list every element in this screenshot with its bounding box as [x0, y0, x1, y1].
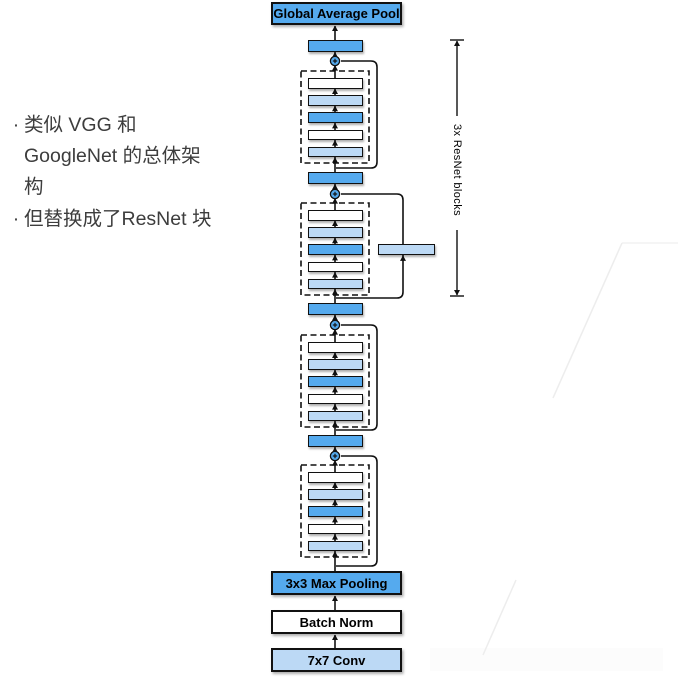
- arrowhead-up-icon: [332, 534, 338, 540]
- note-line: · 但替换成了ResNet 块: [8, 204, 212, 235]
- block-layer-bar: [308, 78, 363, 89]
- arrowhead-up-icon: [332, 105, 338, 112]
- arrowhead-up-icon: [332, 237, 338, 244]
- max-pooling-box: 3x3 Max Pooling: [271, 571, 402, 595]
- block-layer-bar: [308, 410, 363, 422]
- arrowhead-up-icon: [332, 65, 338, 71]
- arrowhead-up-icon: [454, 40, 460, 46]
- arrowhead-up-icon: [332, 421, 338, 427]
- skip-connection-line: [336, 324, 378, 431]
- arrowhead-up-icon: [332, 369, 338, 376]
- arrowhead-down-icon: [454, 290, 460, 296]
- arrowhead-up-icon: [332, 140, 338, 146]
- stage-transition-bar: [308, 172, 363, 184]
- global-average-pool-box: Global Average Pool: [271, 2, 402, 25]
- arrowhead-up-icon: [332, 460, 338, 466]
- arrowhead-up-icon: [332, 352, 338, 358]
- note-line: · 类似 VGG 和: [8, 110, 211, 141]
- arrowhead-up-icon: [332, 220, 338, 226]
- background-watermark: [552, 242, 623, 399]
- stage-transition-bar: [308, 40, 363, 52]
- block-layer-bar: [308, 95, 363, 106]
- block-layer-bar: [308, 210, 363, 221]
- block-layer-bar: [308, 278, 363, 290]
- arrowhead-up-icon: [332, 157, 338, 163]
- arrowhead-up-icon: [332, 88, 338, 94]
- arrowhead-up-icon: [332, 516, 338, 523]
- block-layer-bar: [308, 540, 363, 552]
- batch-norm-box: Batch Norm: [271, 610, 402, 634]
- block-layer-bar: [308, 342, 363, 353]
- note-text: 构: [24, 176, 44, 198]
- resnet-block-outline: [300, 334, 370, 428]
- resnet-blocks-count-label: 3x ResNet blocks: [451, 124, 463, 216]
- block-layer-bar: [308, 472, 363, 483]
- background-watermark: [482, 579, 517, 656]
- arrowhead-up-icon: [332, 254, 338, 261]
- block-layer-bar: [308, 112, 363, 123]
- block-layer-bar: [308, 129, 363, 141]
- arrowhead-up-icon: [332, 499, 338, 506]
- skip-connection-line: [336, 60, 378, 169]
- note-text: 但替换成了ResNet 块: [24, 208, 212, 230]
- arrowhead-up-icon: [332, 198, 338, 204]
- background-watermark: [430, 648, 663, 671]
- block-layer-bar: [308, 393, 363, 405]
- arrowhead-up-icon: [332, 386, 338, 393]
- skip-connection-line: [336, 455, 378, 567]
- stage-transition-bar: [308, 435, 363, 447]
- arrowhead-up-icon: [332, 329, 338, 335]
- arrowhead-up-icon: [332, 272, 338, 278]
- arrowhead-up-icon: [332, 289, 338, 295]
- conv-7x7-box: 7x7 Conv: [271, 648, 402, 672]
- block-layer-bar: [308, 227, 363, 238]
- block-layer-bar: [308, 523, 363, 535]
- bullet-icon: ·: [12, 114, 20, 136]
- arrowhead-up-icon: [332, 315, 338, 321]
- arrowhead-up-icon: [332, 551, 338, 557]
- arrowhead-up-icon: [332, 184, 338, 190]
- resnet-block-outline: [300, 70, 370, 164]
- block-layer-bar: [308, 244, 363, 255]
- notes-list: · 类似 VGG 和 GoogleNet 的总体架 构 · 但替换成了ResNe…: [8, 110, 212, 235]
- arrowhead-up-icon: [332, 595, 338, 601]
- arrowhead-up-icon: [332, 482, 338, 488]
- bullet-icon: ·: [12, 208, 20, 230]
- stage-transition-bar: [308, 303, 363, 315]
- note-text: GoogleNet 的总体架: [24, 145, 201, 167]
- block-layer-bar: [308, 506, 363, 517]
- block-layer-bar: [308, 359, 363, 370]
- arrowhead-up-icon: [400, 255, 406, 261]
- block-layer-bar: [308, 489, 363, 500]
- note-text: 类似 VGG 和: [24, 114, 137, 136]
- block-layer-bar: [308, 261, 363, 273]
- arrowhead-up-icon: [332, 122, 338, 129]
- note-line: GoogleNet 的总体架: [8, 141, 211, 172]
- arrowhead-up-icon: [332, 25, 338, 31]
- block-layer-bar: [308, 146, 363, 158]
- arrowhead-up-icon: [332, 404, 338, 410]
- note-line: 构: [8, 172, 211, 203]
- block-layer-bar: [308, 376, 363, 387]
- arrowhead-up-icon: [332, 634, 338, 640]
- skip-conv-bar: [378, 244, 435, 255]
